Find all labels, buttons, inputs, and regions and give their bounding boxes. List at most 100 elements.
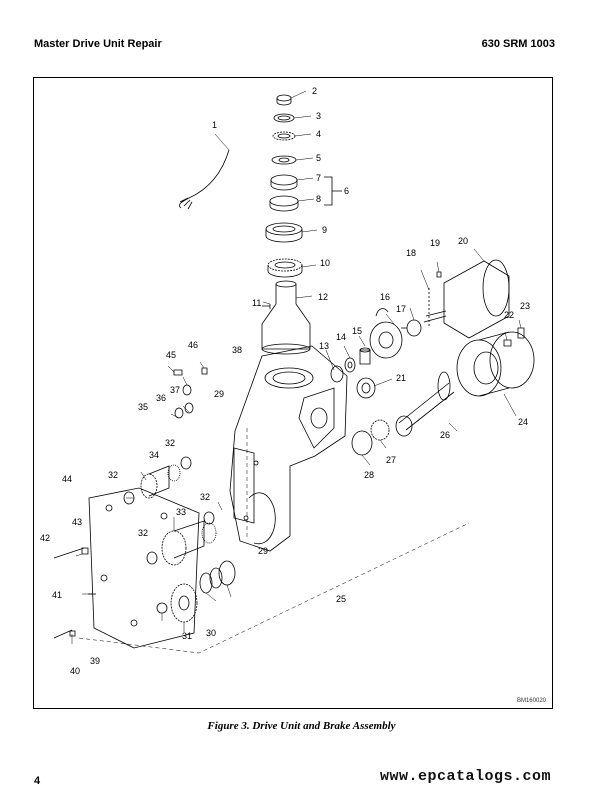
callout-43: 43 (72, 517, 82, 527)
part-bearing-32c (146, 551, 158, 565)
part-coupler-17 (401, 319, 422, 337)
callout-4: 4 (316, 129, 321, 139)
part-bearing-27a (370, 419, 390, 441)
callout-28a: 28 (364, 470, 374, 480)
callout-32b: 32 (165, 438, 175, 448)
callout-5: 5 (316, 153, 321, 163)
callout-45: 45 (166, 350, 176, 360)
callout-10: 10 (320, 258, 330, 268)
page-number: 4 (34, 775, 41, 787)
callout-30: 30 (206, 628, 216, 638)
part-washer-5 (271, 155, 297, 165)
callout-39: 39 (90, 656, 100, 666)
callout-32a: 32 (108, 470, 118, 480)
exploded-view-diagram: 2 3 4 5 7 8 6 9 10 1 11 12 13 14 15 16 1… (40, 86, 535, 676)
watermark: www.epcatalogs.com (379, 768, 551, 785)
drawing-code: BM160020 (516, 698, 546, 704)
callout-19: 19 (430, 238, 440, 248)
document-code: 630 SRM 1003 (481, 38, 555, 50)
callout-24: 24 (518, 417, 528, 427)
part-washer-36 (184, 402, 194, 414)
part-plug-45 (173, 369, 183, 376)
part-harness-1 (179, 149, 230, 210)
callout-36: 36 (156, 393, 166, 403)
part-nut-31 (156, 602, 168, 614)
callout-32c: 32 (138, 528, 148, 538)
callout-40: 40 (70, 666, 80, 676)
callout-14: 14 (336, 332, 346, 342)
callout-1: 1 (212, 120, 217, 130)
part-seal-14 (344, 357, 356, 373)
part-hub-15 (359, 347, 371, 365)
callout-34: 34 (149, 450, 159, 460)
callout-16: 16 (380, 292, 390, 302)
part-screw-11 (262, 304, 271, 309)
callout-2: 2 (312, 86, 317, 96)
part-cap-2 (276, 94, 292, 106)
part-cover-44 (88, 487, 200, 649)
callout-33: 33 (176, 507, 186, 517)
bracket-6 (324, 176, 342, 206)
callout-7: 7 (316, 173, 321, 183)
callout-3: 3 (316, 111, 321, 121)
part-bearing-7 (270, 174, 298, 191)
part-nut-19 (436, 271, 442, 278)
callout-46: 46 (188, 340, 198, 350)
part-lockwasher-4 (272, 131, 296, 141)
part-shaft-26 (395, 371, 455, 437)
part-screw-23 (517, 327, 525, 339)
part-bearing-cup-9 (265, 222, 303, 243)
part-spindle-12 (261, 280, 311, 355)
callout-12: 12 (318, 292, 328, 302)
callout-29a: 29 (214, 389, 224, 399)
part-seal-37 (182, 384, 192, 396)
part-cup-8 (269, 195, 299, 212)
part-screw-22 (503, 339, 512, 347)
part-brake-16 (369, 308, 403, 359)
part-gear-33 (161, 520, 217, 566)
part-bearing-21 (356, 377, 376, 399)
callout-37: 37 (170, 385, 180, 395)
part-washer-43 (81, 547, 89, 555)
callout-21: 21 (396, 373, 406, 383)
part-bolt-42 (53, 547, 85, 559)
figure-caption: Figure 3. Drive Unit and Brake Assembly (207, 720, 396, 732)
callout-25: 25 (336, 594, 346, 604)
callout-41: 41 (52, 590, 62, 600)
part-nut-39 (69, 630, 76, 637)
callout-20: 20 (458, 236, 468, 246)
callout-31: 31 (182, 631, 192, 641)
callout-6: 6 (344, 186, 349, 196)
callout-32d: 32 (200, 492, 210, 502)
callout-44: 44 (62, 474, 72, 484)
callout-26: 26 (440, 430, 450, 440)
callout-23: 23 (520, 301, 530, 311)
part-bearing-10 (267, 258, 303, 278)
callout-8: 8 (316, 194, 321, 204)
part-oring-13 (330, 365, 344, 383)
section-title: Master Drive Unit Repair (34, 38, 162, 50)
callout-18: 18 (406, 248, 416, 258)
callout-17: 17 (396, 304, 406, 314)
part-gear-34 (140, 464, 181, 499)
part-housing-38 (229, 345, 348, 552)
part-bearing-32b (180, 456, 192, 470)
callout-42: 42 (40, 533, 50, 543)
callout-13: 13 (319, 341, 329, 351)
part-cup-28a (351, 430, 373, 456)
part-gear-30 (170, 583, 198, 623)
part-bolt-40 (53, 629, 73, 639)
callout-35: 35 (138, 402, 148, 412)
part-wheel-24 (456, 331, 535, 397)
part-plug-46 (201, 367, 208, 375)
callout-11: 11 (252, 298, 261, 308)
callout-27a: 27 (386, 455, 396, 465)
callout-29b: 29 (258, 546, 268, 556)
callout-9: 9 (322, 225, 327, 235)
figure-frame: 2 3 4 5 7 8 6 9 10 1 11 12 13 14 15 16 1… (33, 77, 553, 709)
part-bearing-32d (203, 511, 215, 525)
callout-22: 22 (504, 310, 514, 320)
callout-38: 38 (232, 345, 242, 355)
callout-15: 15 (352, 326, 362, 336)
part-ring-3 (273, 113, 295, 123)
